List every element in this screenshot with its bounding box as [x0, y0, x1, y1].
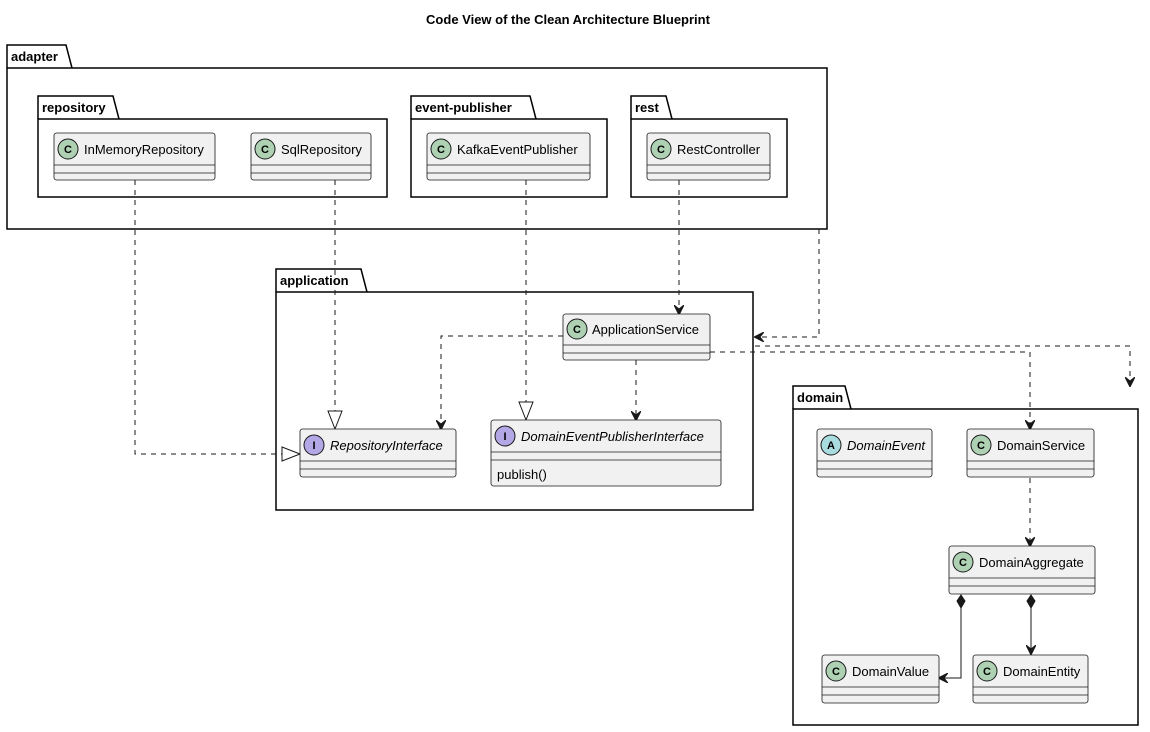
abstract-icon [820, 434, 842, 456]
class-kafka-event-publisher[interactable]: C KafkaEventPublisher [426, 132, 591, 181]
class-icon-letter: C [983, 666, 991, 678]
edge-application-depends-domain [755, 345, 1130, 386]
class-domain-value[interactable]: C DomainValue [821, 654, 940, 704]
interface-icon-letter: I [503, 431, 506, 443]
class-icon-letter: C [261, 144, 269, 156]
class-icon [57, 138, 79, 160]
class-name: DomainAggregate [979, 555, 1084, 570]
class-rest-controller[interactable]: C RestController [646, 132, 771, 181]
class-in-memory-repository[interactable]: C InMemoryRepository [53, 132, 216, 181]
class-icon [952, 551, 974, 573]
class-icon-letter: C [977, 440, 985, 452]
class-domain-entity[interactable]: C DomainEntity [972, 654, 1089, 704]
package-repository: repository [37, 95, 388, 198]
class-icon-letter: C [959, 557, 967, 569]
class-application-service[interactable]: C ApplicationService [562, 313, 711, 361]
class-name: InMemoryRepository [84, 142, 204, 157]
class-icon [650, 138, 672, 160]
class-name: ApplicationService [592, 322, 699, 337]
class-icon-letter: C [573, 324, 581, 336]
class-name: SqlRepository [281, 142, 362, 157]
class-name: DomainEventPublisherInterface [521, 429, 704, 444]
edge-appservice-depends-domainservice [710, 351, 1030, 429]
class-icon-letter: C [437, 144, 445, 156]
class-name: DomainEntity [1003, 664, 1081, 679]
class-icon-letter: C [832, 666, 840, 678]
package-rest: rest [630, 95, 788, 198]
class-icon [970, 434, 992, 456]
class-icon-letter: C [64, 144, 72, 156]
package-application-label: application [280, 273, 349, 288]
class-name: DomainEvent [847, 438, 926, 453]
package-adapter: adapter [6, 44, 828, 230]
edge-aggregate-composes-entity [1027, 594, 1035, 654]
class-domain-event-publisher-interface[interactable]: I DomainEventPublisherInterface publish(… [490, 419, 722, 487]
edge-adapter-depends-application [755, 229, 820, 337]
class-name: RestController [677, 142, 761, 157]
class-repository-interface[interactable]: I RepositoryInterface [299, 428, 457, 478]
interface-icon [303, 434, 325, 456]
package-repository-label: repository [42, 100, 106, 115]
class-name: KafkaEventPublisher [457, 142, 578, 157]
diagram-title: Code View of the Clean Architecture Blue… [426, 12, 711, 27]
class-icon [976, 660, 998, 682]
class-domain-event[interactable]: A DomainEvent [816, 428, 933, 478]
edge-sql-realizes-repositoryinterface [327, 180, 343, 431]
class-icon [430, 138, 452, 160]
abstract-icon-letter: A [827, 440, 835, 452]
class-icon [566, 318, 588, 340]
package-rest-label: rest [635, 100, 660, 115]
package-domain: domain [792, 385, 1139, 726]
edge-kafka-realizes-publisherinterface [518, 180, 534, 422]
class-domain-aggregate[interactable]: C DomainAggregate [948, 545, 1096, 595]
edge-appservice-depends-repositoryinterface [441, 335, 563, 429]
class-name: RepositoryInterface [330, 438, 443, 453]
class-name: DomainService [997, 438, 1085, 453]
package-application: application [275, 268, 754, 511]
package-adapter-label: adapter [11, 49, 58, 64]
class-icon [254, 138, 276, 160]
class-sql-repository[interactable]: C SqlRepository [250, 132, 372, 181]
method-publish: publish() [497, 467, 547, 482]
interface-icon [494, 425, 516, 447]
edge-aggregate-composes-value [939, 594, 966, 678]
package-event-publisher: event-publisher [410, 95, 608, 198]
class-name: DomainValue [852, 664, 929, 679]
package-event-publisher-label: event-publisher [415, 100, 512, 115]
package-domain-label: domain [797, 390, 843, 405]
edge-inmemory-realizes-repositoryinterface [134, 180, 302, 462]
class-icon-letter: C [657, 144, 665, 156]
class-domain-service[interactable]: C DomainService [966, 428, 1095, 478]
class-icon [825, 660, 847, 682]
interface-icon-letter: I [312, 440, 315, 452]
